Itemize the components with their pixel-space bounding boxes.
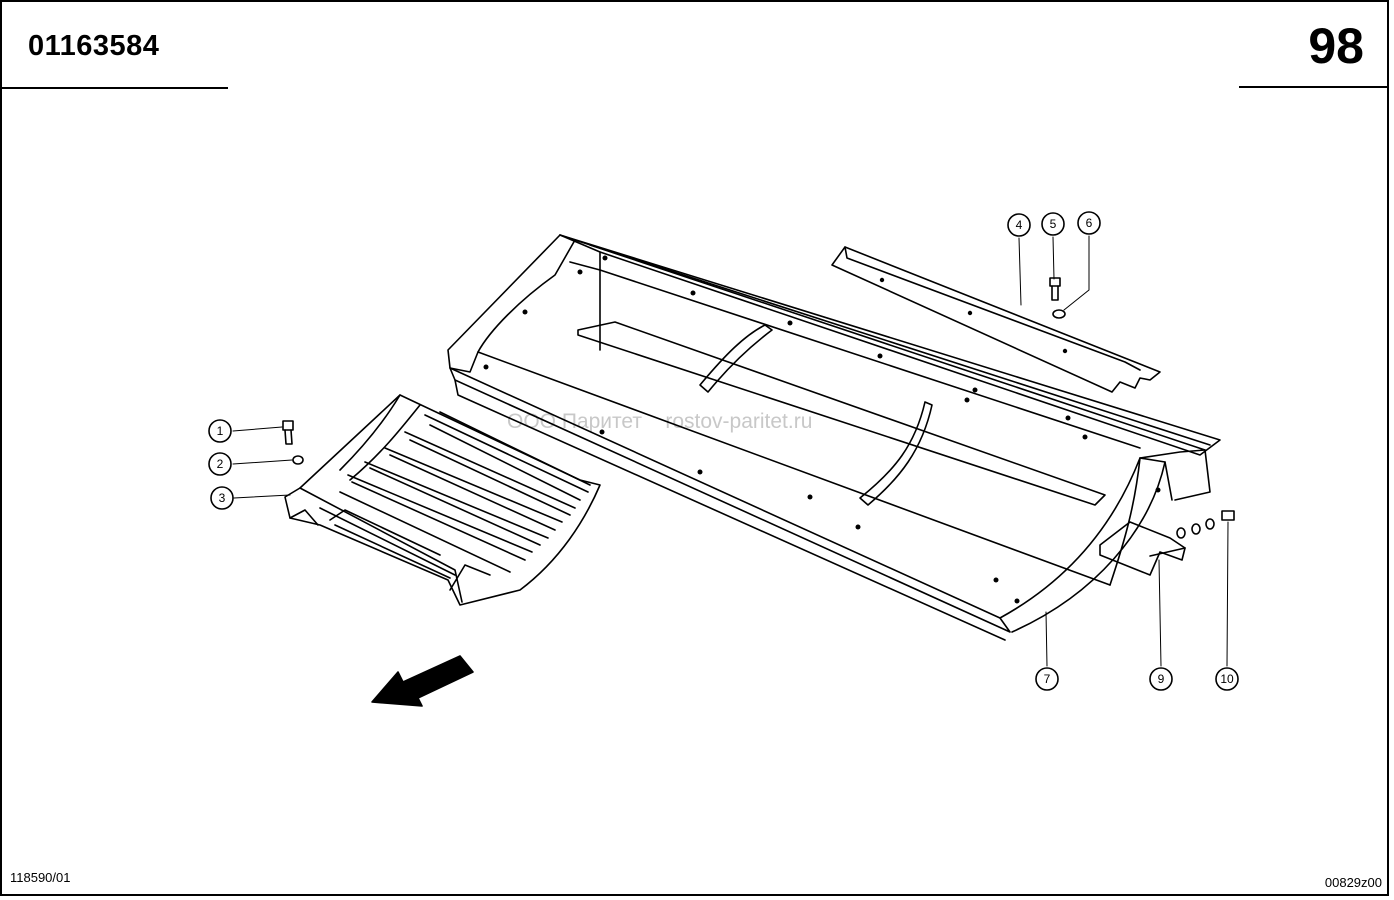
callout-leaders	[232, 235, 1229, 667]
callout-label-9: 9	[1158, 672, 1165, 686]
washer-part-2	[292, 455, 304, 465]
main-trough-frame	[447, 234, 1221, 641]
bolt-part-1	[282, 420, 294, 445]
callout-label-7: 7	[1044, 672, 1051, 686]
bottom-angle-strip	[1099, 521, 1186, 576]
callout-label-2: 2	[217, 457, 224, 471]
direction-arrow	[371, 655, 474, 707]
callout-label-1: 1	[217, 424, 224, 438]
header-rule-right	[1239, 86, 1389, 88]
bolt-part-5	[1049, 277, 1061, 301]
callout-balloon-4: 4	[1007, 213, 1031, 237]
callout-balloon-2: 2	[208, 452, 232, 476]
grate-section	[284, 394, 601, 606]
watermark-text: ООО Паритет rostov-paritet.ru	[507, 410, 813, 433]
washer-part-6	[1052, 309, 1066, 319]
callout-balloon-3: 3	[210, 486, 234, 510]
header-rule-left	[0, 87, 228, 89]
callout-label-3: 3	[219, 491, 226, 505]
callout-balloon-1: 1	[208, 419, 232, 443]
nut-and-washers-part-10	[1176, 510, 1235, 539]
callout-label-6: 6	[1086, 216, 1093, 230]
callout-balloon-9: 9	[1149, 667, 1173, 691]
callout-balloon-6: 6	[1077, 211, 1101, 235]
callout-balloon-5: 5	[1041, 212, 1065, 236]
drawing-ref-right: 00829z00	[1324, 875, 1382, 890]
drawing-ref-left: 118590/01	[10, 870, 71, 885]
callout-label-10: 10	[1220, 672, 1234, 686]
callout-balloon-10: 10	[1215, 667, 1239, 691]
callout-label-4: 4	[1016, 218, 1023, 232]
callout-balloon-7: 7	[1035, 667, 1059, 691]
document-number: 01163584	[28, 30, 160, 62]
page-number: 98	[1308, 18, 1364, 74]
callout-label-5: 5	[1050, 217, 1057, 231]
top-cover-strip	[831, 246, 1161, 393]
